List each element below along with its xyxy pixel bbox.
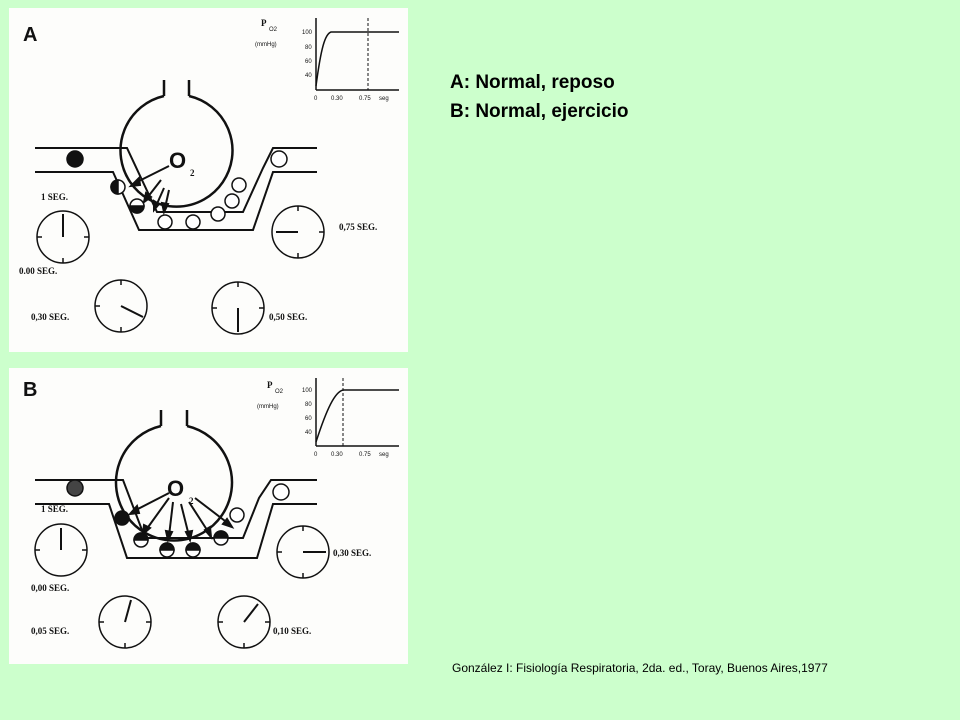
clock-005 xyxy=(98,595,152,649)
clock-1s xyxy=(36,210,90,264)
clock-label: 0,50 SEG. xyxy=(269,312,307,322)
clock-030 xyxy=(276,525,330,579)
clock-label: 0,00 SEG. xyxy=(31,583,69,593)
red-blood-cells xyxy=(66,150,288,230)
panel-b-letter: B xyxy=(23,379,37,401)
clock-label: 0,30 SEG. xyxy=(31,312,69,322)
graph-xtick: 0.30 xyxy=(331,452,343,458)
graph-xtick: seg xyxy=(379,452,389,458)
panel-a-letter: A xyxy=(23,24,37,46)
graph-xtick: 0 xyxy=(314,452,318,458)
graph-xtick: 0.75 xyxy=(359,96,371,102)
gas-label: O xyxy=(169,148,186,173)
graph-ytick: 40 xyxy=(305,430,312,436)
po2-graph: P O2 (mmHg) 100 80 60 40 0 0.30 0.75 seg xyxy=(255,18,399,102)
clock-050 xyxy=(211,281,265,335)
clock-label: 0.00 SEG. xyxy=(19,266,57,276)
graph-ytick: 100 xyxy=(302,30,313,36)
clock-1s xyxy=(34,523,88,577)
graph-title: P xyxy=(261,18,267,28)
graph-xtick: 0.75 xyxy=(359,452,371,458)
red-cell-oxygenated xyxy=(272,483,290,501)
diffusion-arrows xyxy=(128,165,170,215)
red-blood-cells xyxy=(66,479,290,558)
clock-075 xyxy=(271,205,325,259)
legend-line-a: A: Normal, reposo xyxy=(450,72,615,93)
panel-a-rest: A O 2 xyxy=(9,8,408,352)
legend-line-b: B: Normal, ejercicio xyxy=(450,101,629,122)
po2-graph: P O2 (mmHg) 100 80 60 40 0 0.30 0.75 seg xyxy=(257,378,399,458)
clock-label: 0,75 SEG. xyxy=(339,222,377,232)
clock-label: 0,05 SEG. xyxy=(31,626,69,636)
clock-label: 1 SEG. xyxy=(41,192,68,202)
alveolus xyxy=(119,80,234,208)
alveolus xyxy=(114,410,234,542)
clock-label: 0,30 SEG. xyxy=(333,548,371,558)
graph-ytick: 40 xyxy=(305,73,312,79)
graph-unit: (mmHg) xyxy=(255,42,277,48)
graph-xtick: 0 xyxy=(314,96,318,102)
graph-xtick: seg xyxy=(379,96,389,102)
panel-b-diagram: B O 2 xyxy=(23,378,399,649)
clock-label: 0,10 SEG. xyxy=(273,626,311,636)
graph-title-sub: O2 xyxy=(269,27,278,33)
red-cell-deoxygenated xyxy=(66,150,84,168)
panel-a-diagram: A O 2 xyxy=(19,18,399,335)
gas-subscript: 2 xyxy=(190,168,195,178)
red-cell-oxygenated xyxy=(270,150,288,168)
graph-ytick: 60 xyxy=(305,416,312,422)
gas-label: O xyxy=(167,476,184,501)
legend: A: Normal, reposo B: Normal, ejercicio xyxy=(450,68,628,126)
capillary-vessel xyxy=(35,479,317,559)
clock-010 xyxy=(217,595,271,649)
clock-label: 1 SEG. xyxy=(41,504,68,514)
graph-ytick: 80 xyxy=(305,402,312,408)
capillary-vessel xyxy=(35,147,317,231)
graph-ytick: 100 xyxy=(302,388,313,394)
graph-xtick: 0.30 xyxy=(331,96,343,102)
graph-ytick: 80 xyxy=(305,45,312,51)
graph-unit: (mmHg) xyxy=(257,404,279,410)
graph-title: P xyxy=(267,380,273,390)
citation: González I: Fisiología Respiratoria, 2da… xyxy=(452,661,828,675)
panel-b-exercise: B O 2 xyxy=(9,368,408,664)
graph-title-sub: O2 xyxy=(275,389,284,395)
red-cell-deoxygenated xyxy=(66,479,84,497)
diffusion-arrows xyxy=(127,492,235,543)
clock-030 xyxy=(94,279,148,333)
graph-ytick: 60 xyxy=(305,59,312,65)
gas-subscript: 2 xyxy=(189,496,194,506)
